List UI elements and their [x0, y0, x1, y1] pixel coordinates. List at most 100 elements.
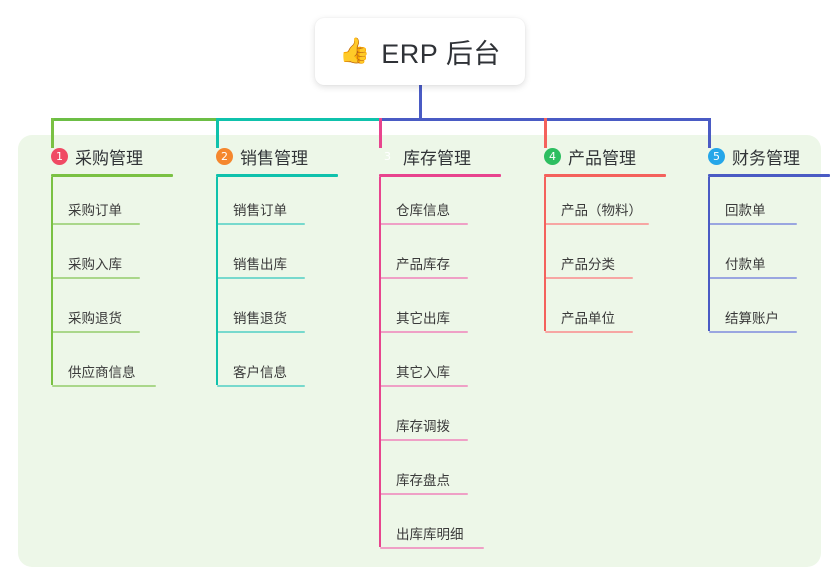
branch-item-underline: [52, 223, 140, 225]
branch-item-label: 产品库存: [396, 257, 450, 272]
branch-item-list: 回款单付款单结算账户: [692, 177, 839, 339]
branch-item-underline: [380, 277, 468, 279]
branch-item[interactable]: 仓库信息: [363, 177, 513, 231]
branch-item[interactable]: 产品分类: [528, 231, 678, 285]
branch-item-underline: [217, 331, 305, 333]
diagram-panel: [18, 135, 821, 567]
branch-item[interactable]: 其它出库: [363, 285, 513, 339]
branch-item-label: 结算账户: [725, 311, 779, 326]
root-node-title: ERP 后台: [381, 39, 501, 69]
branch-title: 采购管理: [75, 148, 143, 168]
branch-item[interactable]: 回款单: [692, 177, 839, 231]
branch-item-underline: [217, 277, 305, 279]
branch-connector-4: [544, 118, 547, 148]
branch-item[interactable]: 客户信息: [200, 339, 350, 393]
branch-header-2[interactable]: 2 销售管理: [200, 143, 350, 169]
branch-item[interactable]: 供应商信息: [35, 339, 185, 393]
branch-item-underline: [709, 223, 797, 225]
branch-item[interactable]: 产品单位: [528, 285, 678, 339]
root-node-card: 👍 ERP 后台: [315, 18, 525, 85]
branch-item-label: 产品（物料）: [561, 203, 642, 218]
branch-item[interactable]: 库存调拨: [363, 393, 513, 447]
branch-item-underline: [545, 223, 649, 225]
branch-number-badge: 4: [544, 147, 561, 165]
branch-item-label: 销售订单: [233, 203, 287, 218]
branch-item[interactable]: 采购订单: [35, 177, 185, 231]
branch-item-label: 其它入库: [396, 365, 450, 380]
branch-item-list: 销售订单销售出库销售退货客户信息: [200, 177, 350, 393]
branch-item[interactable]: 采购入库: [35, 231, 185, 285]
branch-item-underline: [52, 331, 140, 333]
branch-item-label: 产品单位: [561, 311, 615, 326]
branch-trunk-1: [51, 177, 53, 385]
thumbs-up-icon: 👍: [339, 37, 371, 65]
branch-connector-5: [708, 118, 711, 148]
branch-connector-1: [51, 118, 54, 148]
branch-connector-2: [216, 118, 219, 148]
branch-column-2: 2 销售管理销售订单销售出库销售退货客户信息: [200, 143, 350, 393]
branch-title: 库存管理: [403, 148, 471, 168]
branch-item-label: 出库库明细: [396, 527, 464, 542]
branch-header-1[interactable]: 1 采购管理: [35, 143, 185, 169]
branch-trunk-2: [216, 177, 218, 385]
branch-item[interactable]: 采购退货: [35, 285, 185, 339]
branch-item-label: 销售退货: [233, 311, 287, 326]
branch-column-1: 1 采购管理采购订单采购入库采购退货供应商信息: [35, 143, 185, 393]
branch-item[interactable]: 结算账户: [692, 285, 839, 339]
branch-item-underline: [545, 331, 633, 333]
branch-item[interactable]: 销售订单: [200, 177, 350, 231]
branch-item-label: 库存盘点: [396, 473, 450, 488]
branch-item-label: 采购订单: [68, 203, 122, 218]
branch-item[interactable]: 库存盘点: [363, 447, 513, 501]
branch-item[interactable]: 销售出库: [200, 231, 350, 285]
branch-item[interactable]: 付款单: [692, 231, 839, 285]
branch-item[interactable]: 销售退货: [200, 285, 350, 339]
branch-title: 财务管理: [732, 148, 800, 168]
branch-item-underline: [52, 385, 156, 387]
branch-title: 销售管理: [240, 148, 308, 168]
branch-item-label: 客户信息: [233, 365, 287, 380]
branch-item-label: 库存调拨: [396, 419, 450, 434]
branch-item-underline: [709, 331, 797, 333]
branch-item-label: 付款单: [725, 257, 766, 272]
branch-trunk-4: [544, 177, 546, 331]
branch-item-underline: [52, 277, 140, 279]
branch-number-badge: 2: [216, 147, 233, 165]
branch-item-underline: [709, 277, 797, 279]
branch-trunk-5: [708, 177, 710, 331]
branch-item[interactable]: 出库库明细: [363, 501, 513, 555]
branch-item-underline: [380, 547, 484, 549]
branch-item[interactable]: 其它入库: [363, 339, 513, 393]
branch-title: 产品管理: [568, 148, 636, 168]
branch-header-underline: [51, 174, 173, 177]
branch-header-4[interactable]: 4 产品管理: [528, 143, 678, 169]
branch-header-underline: [379, 174, 501, 177]
branch-item-label: 供应商信息: [68, 365, 136, 380]
branch-item-label: 回款单: [725, 203, 766, 218]
rail-segment-left: [51, 118, 216, 121]
branch-column-4: 4 产品管理产品（物料） 产品分类产品单位: [528, 143, 678, 339]
branch-item-label: 销售出库: [233, 257, 287, 272]
branch-item-underline: [380, 493, 468, 495]
branch-item-underline: [380, 439, 468, 441]
branch-item-list: 仓库信息产品库存其它出库其它入库库存调拨库存盘点出库库明细: [363, 177, 513, 555]
branch-header-underline: [544, 174, 666, 177]
branch-item-underline: [217, 385, 305, 387]
branch-item-underline: [380, 223, 468, 225]
branch-item-underline: [380, 385, 468, 387]
branch-item-underline: [545, 277, 633, 279]
branch-item[interactable]: 产品（物料）: [528, 177, 678, 231]
branch-item-label: 采购入库: [68, 257, 122, 272]
branch-item-label: 采购退货: [68, 311, 122, 326]
rail-segment-right: [379, 118, 708, 121]
rail-segment-middle: [216, 118, 379, 121]
branch-number-badge: 1: [51, 147, 68, 165]
branch-item-list: 产品（物料） 产品分类产品单位: [528, 177, 678, 339]
branch-item-label: 产品分类: [561, 257, 615, 272]
branch-trunk-3: [379, 177, 381, 547]
branch-item-label: 其它出库: [396, 311, 450, 326]
branch-item[interactable]: 产品库存: [363, 231, 513, 285]
